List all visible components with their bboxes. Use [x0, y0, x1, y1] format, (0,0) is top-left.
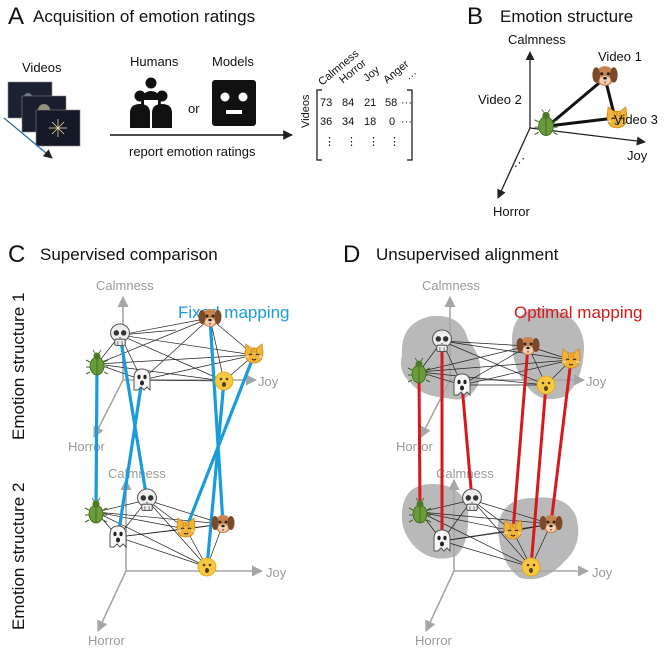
ghost-icon: [433, 529, 451, 552]
dog-icon: [198, 309, 222, 327]
robot-icon: [212, 80, 256, 126]
structure2-label: Emotion structure 2: [9, 483, 28, 630]
models-label: Models: [212, 54, 254, 69]
videos-label: Videos: [22, 60, 62, 75]
axis-horror-label: Horror: [493, 204, 531, 219]
panel-c-letter: C: [8, 241, 25, 268]
matrix-cell: ···: [401, 116, 412, 128]
matrix-cell: 21: [364, 97, 376, 109]
matrix-cell: 36: [320, 116, 332, 128]
panel-d-letter: D: [343, 241, 360, 268]
matrix-cell: 18: [364, 116, 376, 128]
report-label: report emotion ratings: [129, 144, 256, 159]
face-icon: [197, 557, 217, 577]
axis-joy-bottom-d: Joy: [592, 565, 613, 580]
ghost-icon: [109, 525, 127, 548]
axes-top-d: Calmness Joy Horror: [396, 278, 607, 454]
panel-b-letter: B: [467, 3, 483, 30]
axis-horror-top-c: Horror: [68, 439, 106, 454]
axis-joy-top-d: Joy: [586, 374, 607, 389]
video3-label: Video 3: [614, 112, 658, 127]
axis-calmness-label: Calmness: [508, 32, 566, 47]
axes-bottom-d: Calmness Joy Horror: [415, 466, 613, 648]
matrix-cell: ⋮: [346, 136, 357, 148]
structure1-label: Emotion structure 1: [9, 293, 28, 440]
matrix-cell: 73: [320, 97, 332, 109]
panel-a-letter: A: [8, 3, 24, 30]
matrix-cell: 84: [342, 97, 354, 109]
people-icon: [130, 77, 172, 128]
fixed-mapping-lines: [94, 317, 256, 568]
face-icon: [521, 557, 541, 577]
video2-label: Video 2: [478, 92, 522, 107]
face-icon: [214, 371, 234, 391]
panel-b-title: Emotion structure: [500, 7, 633, 26]
dog-icon: [592, 66, 618, 86]
or-label: or: [188, 101, 200, 116]
dog-icon: [211, 515, 235, 533]
matrix-cell: 58: [385, 97, 397, 109]
video-stack: [3, 81, 81, 159]
humans-label: Humans: [130, 54, 179, 69]
fixed-mapping-label: Fixed mapping: [178, 303, 290, 322]
axes-bottom-c: Calmness Joy Horror: [88, 466, 287, 648]
axis-horror-top-d: Horror: [396, 439, 434, 454]
svg-text:⋰: ⋰: [514, 157, 525, 169]
axis-joy-label: Joy: [627, 148, 648, 163]
cat-icon: [244, 343, 264, 364]
axis-calmness-bottom-c: Calmness: [108, 466, 166, 481]
panel-a: A Acquisition of emotion ratings Videos …: [3, 3, 420, 161]
matrix-cell: ···: [401, 97, 412, 109]
ghost-icon: [453, 373, 471, 396]
ghost-icon: [133, 368, 151, 391]
matrix-cell: ⋮: [389, 136, 400, 148]
axis-joy-top-c: Joy: [258, 374, 279, 389]
axis-calmness-bottom-d: Calmness: [436, 466, 494, 481]
panel-a-title: Acquisition of emotion ratings: [33, 7, 255, 26]
matrix-cell: ⋮: [324, 136, 335, 148]
panel-d: D Unsupervised alignment Calmness Joy Ho…: [343, 241, 643, 648]
ratings-matrix: Videos Calmness Horror Joy Anger ··· 73 …: [300, 47, 420, 161]
matrix-cell: 0: [389, 116, 395, 128]
axis-horror-bottom-d: Horror: [415, 633, 453, 648]
matrix-cell: 34: [342, 116, 354, 128]
face-icon: [536, 375, 556, 395]
optimal-mapping-label: Optimal mapping: [514, 303, 643, 322]
axis-calmness-top-c: Calmness: [96, 278, 154, 293]
matrix-cell: ⋮: [368, 136, 379, 148]
panel-d-title: Unsupervised alignment: [376, 245, 559, 264]
skull-icon: [110, 323, 130, 347]
axis-horror-bottom-c: Horror: [88, 633, 126, 648]
optimal-mapping-lines: [417, 341, 573, 568]
axis-calmness-top-d: Calmness: [422, 278, 480, 293]
panel-c-title: Supervised comparison: [40, 245, 218, 264]
matrix-row-axis-label: Videos: [300, 94, 312, 128]
panel-b: B Emotion structure ⋰ Calmness Joy Horro…: [467, 3, 658, 219]
video1-label: Video 1: [598, 49, 642, 64]
axis-joy-bottom-c: Joy: [266, 565, 287, 580]
panel-c: C Supervised comparison Emotion structur…: [8, 241, 290, 648]
